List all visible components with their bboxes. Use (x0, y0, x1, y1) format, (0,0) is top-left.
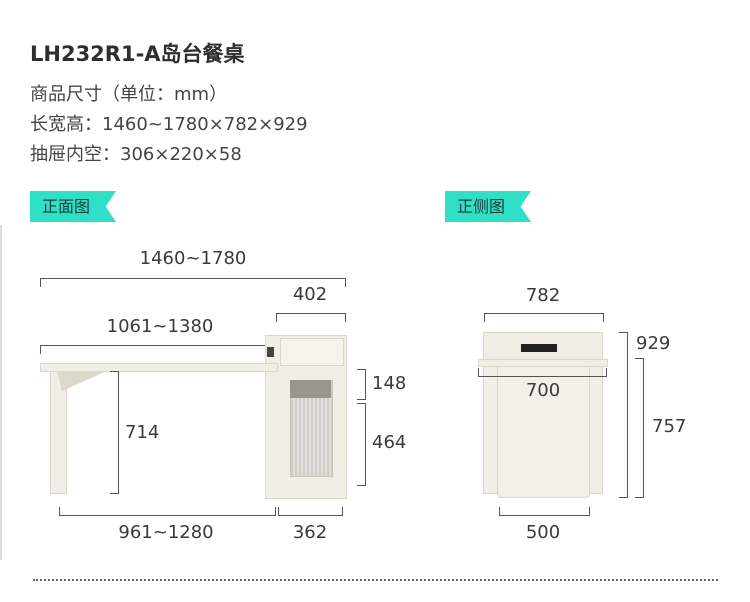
width-label: 782 (525, 285, 561, 306)
cabinet-depth-label: 362 (292, 522, 328, 543)
total-length-bracket (40, 278, 346, 287)
cabinet-shelf (290, 380, 331, 398)
tabletop-length-bracket (40, 345, 277, 354)
base-width-bracket (499, 507, 590, 516)
side-table-height-bracket (635, 358, 644, 498)
door-height-label: 464 (372, 432, 407, 453)
total-length-label: 1460~1780 (139, 248, 247, 269)
top-width-label: 700 (525, 380, 561, 401)
cabinet-depth-bracket (278, 507, 343, 516)
table-height-label: 714 (125, 422, 160, 443)
table-top (40, 363, 278, 372)
drawer-dimensions: 抽屉内空：306×220×58 (30, 144, 242, 165)
socket-panel-icon (521, 344, 557, 352)
total-height-bracket (619, 332, 628, 498)
base-length-bracket (59, 507, 276, 516)
base-width-label: 500 (525, 522, 561, 543)
top-width-bracket (478, 368, 607, 377)
drawer-height-bracket (357, 369, 366, 400)
door-height-bracket (357, 403, 366, 486)
side-table-top (478, 359, 608, 367)
dotted-separator (33, 579, 718, 581)
side-view-tag: 正侧图 (445, 191, 531, 222)
side-table-height-label: 757 (652, 416, 687, 437)
total-height-label: 929 (636, 333, 671, 354)
cabinet-width-label: 402 (292, 284, 328, 305)
product-title: LH232R1-A岛台餐桌 (30, 42, 245, 66)
drawer-height-label: 148 (372, 373, 407, 394)
front-view-tag: 正面图 (30, 191, 116, 222)
overall-dimensions: 长宽高：1460~1780×782×929 (30, 114, 308, 135)
size-unit-label: 商品尺寸（单位：mm） (30, 84, 228, 105)
divider (0, 225, 2, 560)
cabinet-width-bracket (276, 313, 346, 322)
drawer (280, 338, 344, 366)
leg-brace (57, 371, 107, 391)
socket-icon (267, 347, 274, 357)
base-length-label: 961~1280 (118, 522, 214, 543)
table-height-bracket (110, 371, 119, 494)
tabletop-length-label: 1061~1380 (106, 316, 214, 337)
width-bracket (484, 313, 604, 322)
